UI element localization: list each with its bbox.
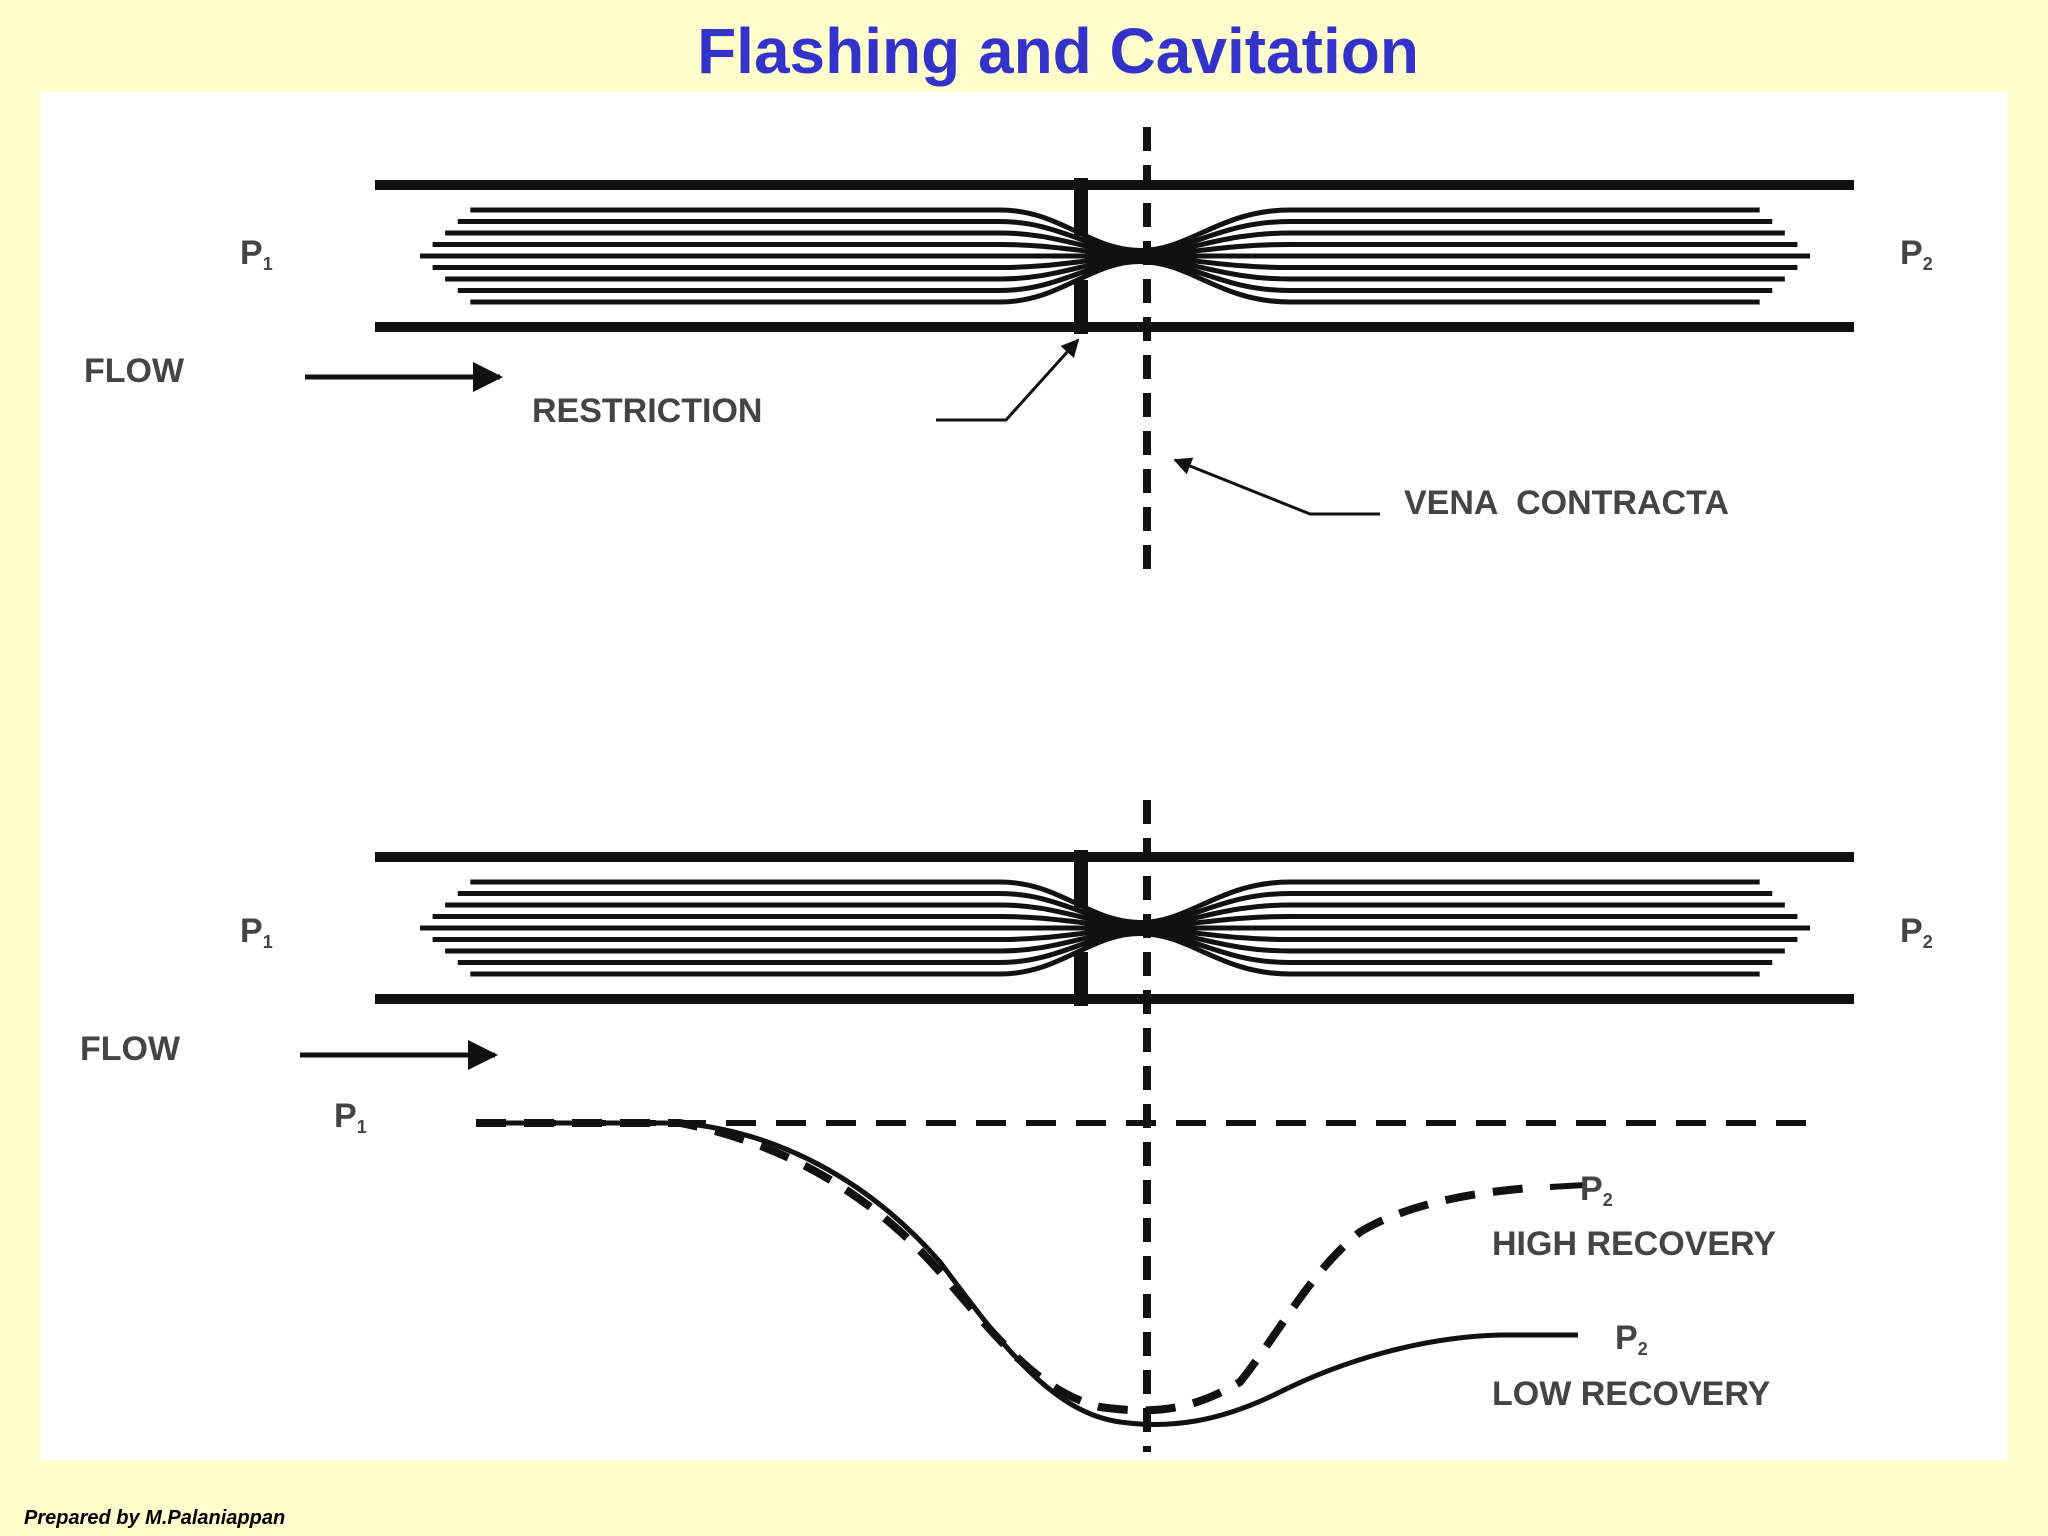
footer-credit: Prepared by M.Palaniappan	[24, 1507, 286, 1529]
streamline	[457, 219, 1773, 255]
bottom-streamlines	[420, 879, 1810, 977]
bottom-orifice-plate-lower	[1074, 952, 1088, 1006]
bottom-p1-label: P1	[240, 912, 273, 952]
top-p1-label: P1	[240, 234, 273, 274]
bottom-flow-label: FLOW	[80, 1030, 181, 1068]
bottom-pipe	[375, 850, 1854, 1006]
top-flow-label: FLOW	[84, 352, 185, 390]
restriction-label: RESTRICTION	[532, 392, 762, 430]
flow-diagram: P1 P2 FLOW RESTRICTION VENA CONTRACTA P1…	[80, 127, 1933, 1452]
top-pipe	[375, 178, 1854, 334]
low-recovery-curve	[476, 1120, 1578, 1427]
vena-contracta-leader	[1173, 457, 1380, 516]
restriction-leader	[936, 338, 1080, 422]
top-orifice-plate-lower	[1074, 280, 1088, 334]
vena-contracta-label: VENA CONTRACTA	[1404, 484, 1729, 522]
high-recovery-label: HIGH RECOVERY	[1492, 1225, 1776, 1263]
low-recovery-label: LOW RECOVERY	[1492, 1375, 1771, 1413]
high-recovery-tail	[1549, 1182, 1586, 1190]
streamline	[457, 891, 1773, 927]
top-orifice-plate-upper	[1074, 178, 1088, 236]
streamline	[470, 259, 1760, 305]
slide-title: Flashing and Cavitation	[697, 15, 1419, 87]
figure-panel: P1 P2 FLOW RESTRICTION VENA CONTRACTA P1…	[40, 92, 2008, 1460]
bottom-p2-label: P2	[1900, 912, 1933, 952]
bottom-orifice-plate-upper	[1074, 850, 1088, 908]
curve-p1-label: P1	[334, 1097, 367, 1137]
high-p2-label: P2	[1580, 1170, 1613, 1210]
top-p2-label: P2	[1900, 234, 1933, 274]
high-recovery-curve	[476, 1119, 1531, 1415]
streamline	[470, 931, 1760, 977]
low-p2-label: P2	[1615, 1319, 1648, 1359]
top-streamlines	[420, 207, 1810, 305]
